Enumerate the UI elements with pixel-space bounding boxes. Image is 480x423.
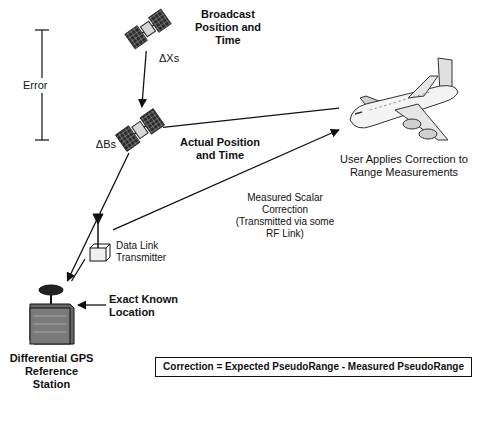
formula-text: Correction = Expected PseudoRange - Meas… (163, 361, 464, 373)
transmitter-label: Data Link Transmitter (116, 240, 180, 264)
position-delta: ΔBs (94, 138, 116, 151)
satellite-node: Broadcast Position and TimeΔXs (126, 8, 170, 50)
annotation-label: Exact Known Location (108, 292, 192, 320)
error-label: Error (22, 78, 48, 93)
antenna-icon (90, 214, 110, 261)
transmitter-node: Data Link Transmitter (86, 210, 112, 262)
reference-station-icon (30, 285, 74, 344)
reference-station-node: Differential GPS Reference Station (28, 282, 75, 346)
aircraft-node: User Applies Correction to Range Measure… (340, 55, 468, 147)
connector (142, 51, 146, 107)
airplane-icon (350, 58, 458, 140)
formula-box: Correction = Expected PseudoRange - Meas… (155, 357, 472, 377)
user-label: User Applies Correction to Range Measure… (336, 153, 472, 179)
connector (72, 259, 85, 281)
satellite-node: Actual Position and TimeΔBs (118, 108, 162, 152)
satellite-label: Broadcast Position and Time (188, 8, 268, 48)
satellite-label: Actual Position and Time (170, 136, 270, 162)
connector (163, 108, 339, 127)
edge-label: Measured Scalar Correction (Transmitted … (235, 192, 335, 240)
satellite-icon (125, 9, 171, 49)
satellite-icon (115, 109, 164, 152)
station-label: Differential GPS Reference Station (6, 352, 97, 392)
position-delta: ΔXs (159, 52, 189, 65)
leader-arrow (78, 304, 106, 305)
